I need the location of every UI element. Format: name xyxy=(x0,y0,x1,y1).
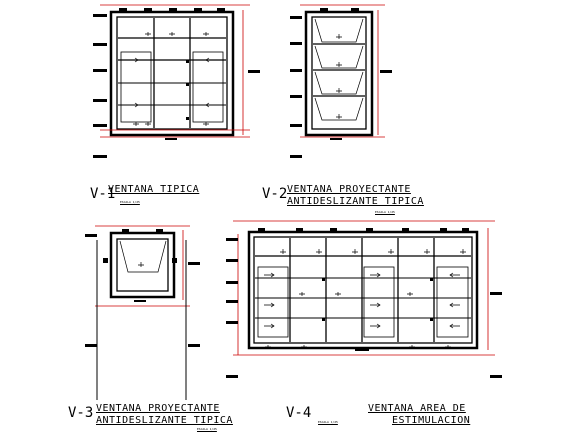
v4-title-line1: VENTANA AREA DE xyxy=(368,403,466,414)
v1-scale-label: ESCALA 1/25 xyxy=(120,200,140,204)
v4-code-label: V-4 xyxy=(286,405,312,421)
v3-code-label: V-3 xyxy=(68,405,94,421)
window-v2-elevation xyxy=(290,4,392,158)
window-v1-elevation xyxy=(93,4,260,158)
v1-title-label: VENTANA TIPICA xyxy=(108,184,200,195)
window-v3-elevation xyxy=(85,225,200,400)
v3-title-line2: ANTIDESLIZANTE TIPICA xyxy=(96,415,233,426)
v4-scale-label: ESCALA 1/25 xyxy=(318,420,338,424)
window-v4-elevation xyxy=(226,220,502,378)
v2-code-label: V-2 xyxy=(262,186,288,202)
v2-scale-label: ESCALA 1/25 xyxy=(375,210,395,214)
v2-title-line1: VENTANA PROYECTANTE xyxy=(287,184,411,195)
v1-code-label: V-1 xyxy=(90,186,116,202)
v3-scale-label: ESCALA 1/25 xyxy=(197,427,217,431)
v3-title-line1: VENTANA PROYECTANTE xyxy=(96,403,220,414)
v4-title-line2: ESTIMULACION xyxy=(392,415,471,426)
v2-title-line2: ANTIDESLIZANTE TIPICA xyxy=(287,196,424,207)
